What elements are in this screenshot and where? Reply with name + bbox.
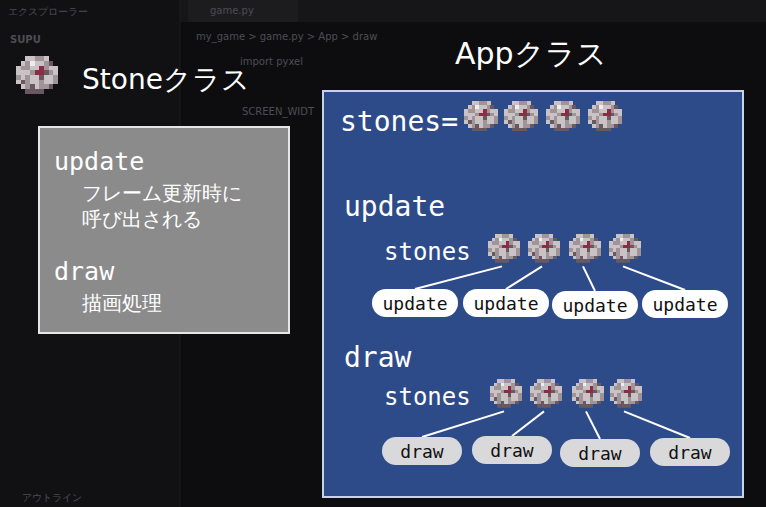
stone-icon <box>546 101 580 131</box>
method-name: draw <box>344 340 411 376</box>
stone-icon <box>488 234 520 263</box>
method-name: update <box>344 189 445 225</box>
leader-line <box>415 266 502 289</box>
method-call-text: update <box>473 293 538 314</box>
method-call-text: update <box>562 295 627 316</box>
method-call-pill: draw <box>382 437 462 465</box>
method-call-pill: draw <box>472 436 552 464</box>
leader-line <box>422 411 504 437</box>
leader-line <box>623 266 685 290</box>
leader-line <box>512 411 544 436</box>
editor-text: アウトライン <box>22 491 82 505</box>
stone-icon <box>610 379 642 408</box>
leader-line <box>506 266 542 289</box>
tab-bar <box>180 0 766 22</box>
stone-icon <box>504 101 538 131</box>
method-call-pill: update <box>552 291 638 319</box>
active-tab <box>188 0 298 22</box>
method-call-text: draw <box>400 441 443 462</box>
editor-text: SUPU <box>10 34 41 45</box>
method-call-pill: update <box>642 290 728 318</box>
editor-text: エクスプローラー <box>8 5 88 19</box>
stone-icon <box>530 379 562 408</box>
stone-icon <box>572 379 604 408</box>
stone-icon <box>16 56 58 93</box>
leader-line <box>586 411 600 439</box>
field-name: stones= <box>340 104 458 140</box>
class-box: Appクラスstones=updatestonesdrawstonesupdat… <box>322 90 744 498</box>
stone-icon <box>588 101 622 131</box>
list-name: stones <box>384 382 471 413</box>
method-call-pill: update <box>372 289 458 317</box>
stone-icon <box>569 234 601 263</box>
leader-line <box>624 411 690 438</box>
method-description: フレーム更新時に 呼び出される <box>82 180 258 232</box>
stone-icon <box>528 234 560 263</box>
method-call-text: update <box>652 294 717 315</box>
method-description: 描画処理 <box>82 290 162 316</box>
list-name: stones <box>384 237 471 268</box>
method-call-pill: update <box>463 289 549 317</box>
leader-line <box>583 266 595 291</box>
method-call-text: update <box>382 293 447 314</box>
class-box: Stoneクラスupdateフレーム更新時に 呼び出されるdraw描画処理 <box>38 126 290 334</box>
method-name: draw <box>54 256 114 289</box>
method-call-pill: draw <box>560 439 640 467</box>
stone-icon <box>464 101 498 131</box>
class-title: Stoneクラス <box>82 62 250 98</box>
method-call-pill: draw <box>650 438 730 466</box>
editor-text: game.py <box>210 5 254 16</box>
editor-text: my_game > game.py > App > draw <box>196 31 377 42</box>
method-call-text: draw <box>668 442 711 463</box>
stone-icon <box>609 234 641 263</box>
method-call-text: draw <box>578 443 621 464</box>
editor-text: SCREEN_WIDT <box>242 106 314 117</box>
stone-icon <box>490 379 522 408</box>
method-call-text: draw <box>490 440 533 461</box>
class-title: Appクラス <box>455 34 607 73</box>
method-name: update <box>54 146 144 179</box>
